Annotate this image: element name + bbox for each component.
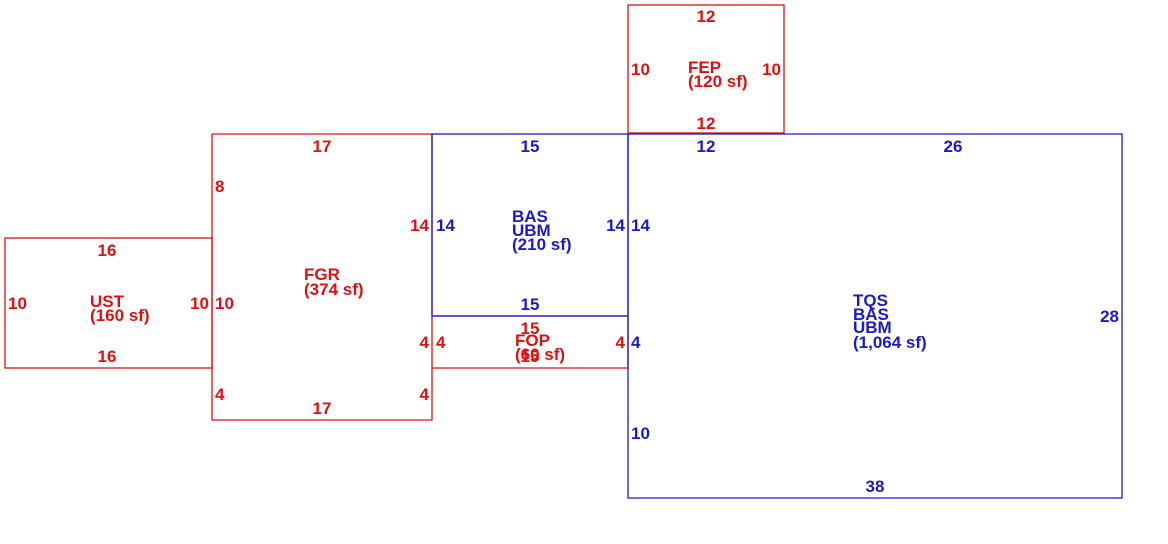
- bas-upper-area: (210 sf): [512, 235, 572, 254]
- dim-main-left-lower: 10: [631, 424, 650, 443]
- dim-ust-left: 10: [8, 294, 27, 313]
- dim-fgr-right-bottom: 4: [420, 385, 430, 404]
- dim-bas-bottom: 15: [521, 295, 540, 314]
- dim-bas-right: 14: [606, 216, 625, 235]
- ust-area: (160 sf): [90, 306, 150, 325]
- dim-ust-top: 16: [98, 241, 117, 260]
- dim-bas-left: 14: [436, 216, 455, 235]
- dim-fep-right: 10: [762, 60, 781, 79]
- main-outline: [627, 133, 1123, 499]
- dim-bas-top: 15: [521, 137, 540, 156]
- main-code2: BAS: [853, 305, 889, 324]
- ust-code: UST: [90, 292, 125, 311]
- dim-main-left-upper: 14: [631, 216, 650, 235]
- dim-fgr-right-upper: 14: [410, 216, 429, 235]
- ust-outline: [4, 237, 213, 369]
- dim-fgr-left-upper: 8: [215, 177, 224, 196]
- dim-main-bottom: 38: [866, 477, 885, 496]
- dim-fop-right: 4: [616, 333, 626, 352]
- fgr-code: FGR: [304, 265, 340, 284]
- fep-outline: [627, 4, 785, 134]
- dim-ust-bottom: 16: [98, 347, 117, 366]
- dim-fgr-top: 17: [313, 137, 332, 156]
- dim-fop-top: 15: [521, 319, 540, 338]
- main-code3: UBM: [853, 318, 892, 337]
- dim-main-left-mid: 4: [631, 333, 641, 352]
- fep-area: (120 sf): [688, 72, 748, 91]
- bas-upper-code1: BAS: [512, 207, 548, 226]
- dim-fep-bottom: 12: [697, 114, 716, 133]
- dim-main-top-right: 26: [944, 137, 963, 156]
- dim-fop-bottom: 15: [521, 347, 540, 366]
- bas-upper-code2: UBM: [512, 221, 551, 240]
- dim-fep-left: 10: [631, 60, 650, 79]
- dim-main-right: 28: [1100, 307, 1119, 326]
- main-code1: TQS: [853, 291, 888, 310]
- dim-fop-left: 4: [436, 333, 446, 352]
- dim-fgr-right-lower: 4: [420, 333, 430, 352]
- fop-area: (60 sf): [515, 345, 565, 364]
- fgr-area: (374 sf): [304, 280, 364, 299]
- fop-code: FOP: [515, 331, 550, 350]
- dim-fgr-bottom: 17: [313, 399, 332, 418]
- main-area: (1,064 sf): [853, 333, 927, 352]
- dim-main-top-left: 12: [697, 137, 716, 156]
- dim-fgr-left-lower: 4: [215, 385, 225, 404]
- dim-fgr-left-mid: 10: [215, 294, 234, 313]
- dim-ust-right: 10: [190, 294, 209, 313]
- dim-fep-top: 12: [697, 7, 716, 26]
- fep-code: FEP: [688, 58, 721, 77]
